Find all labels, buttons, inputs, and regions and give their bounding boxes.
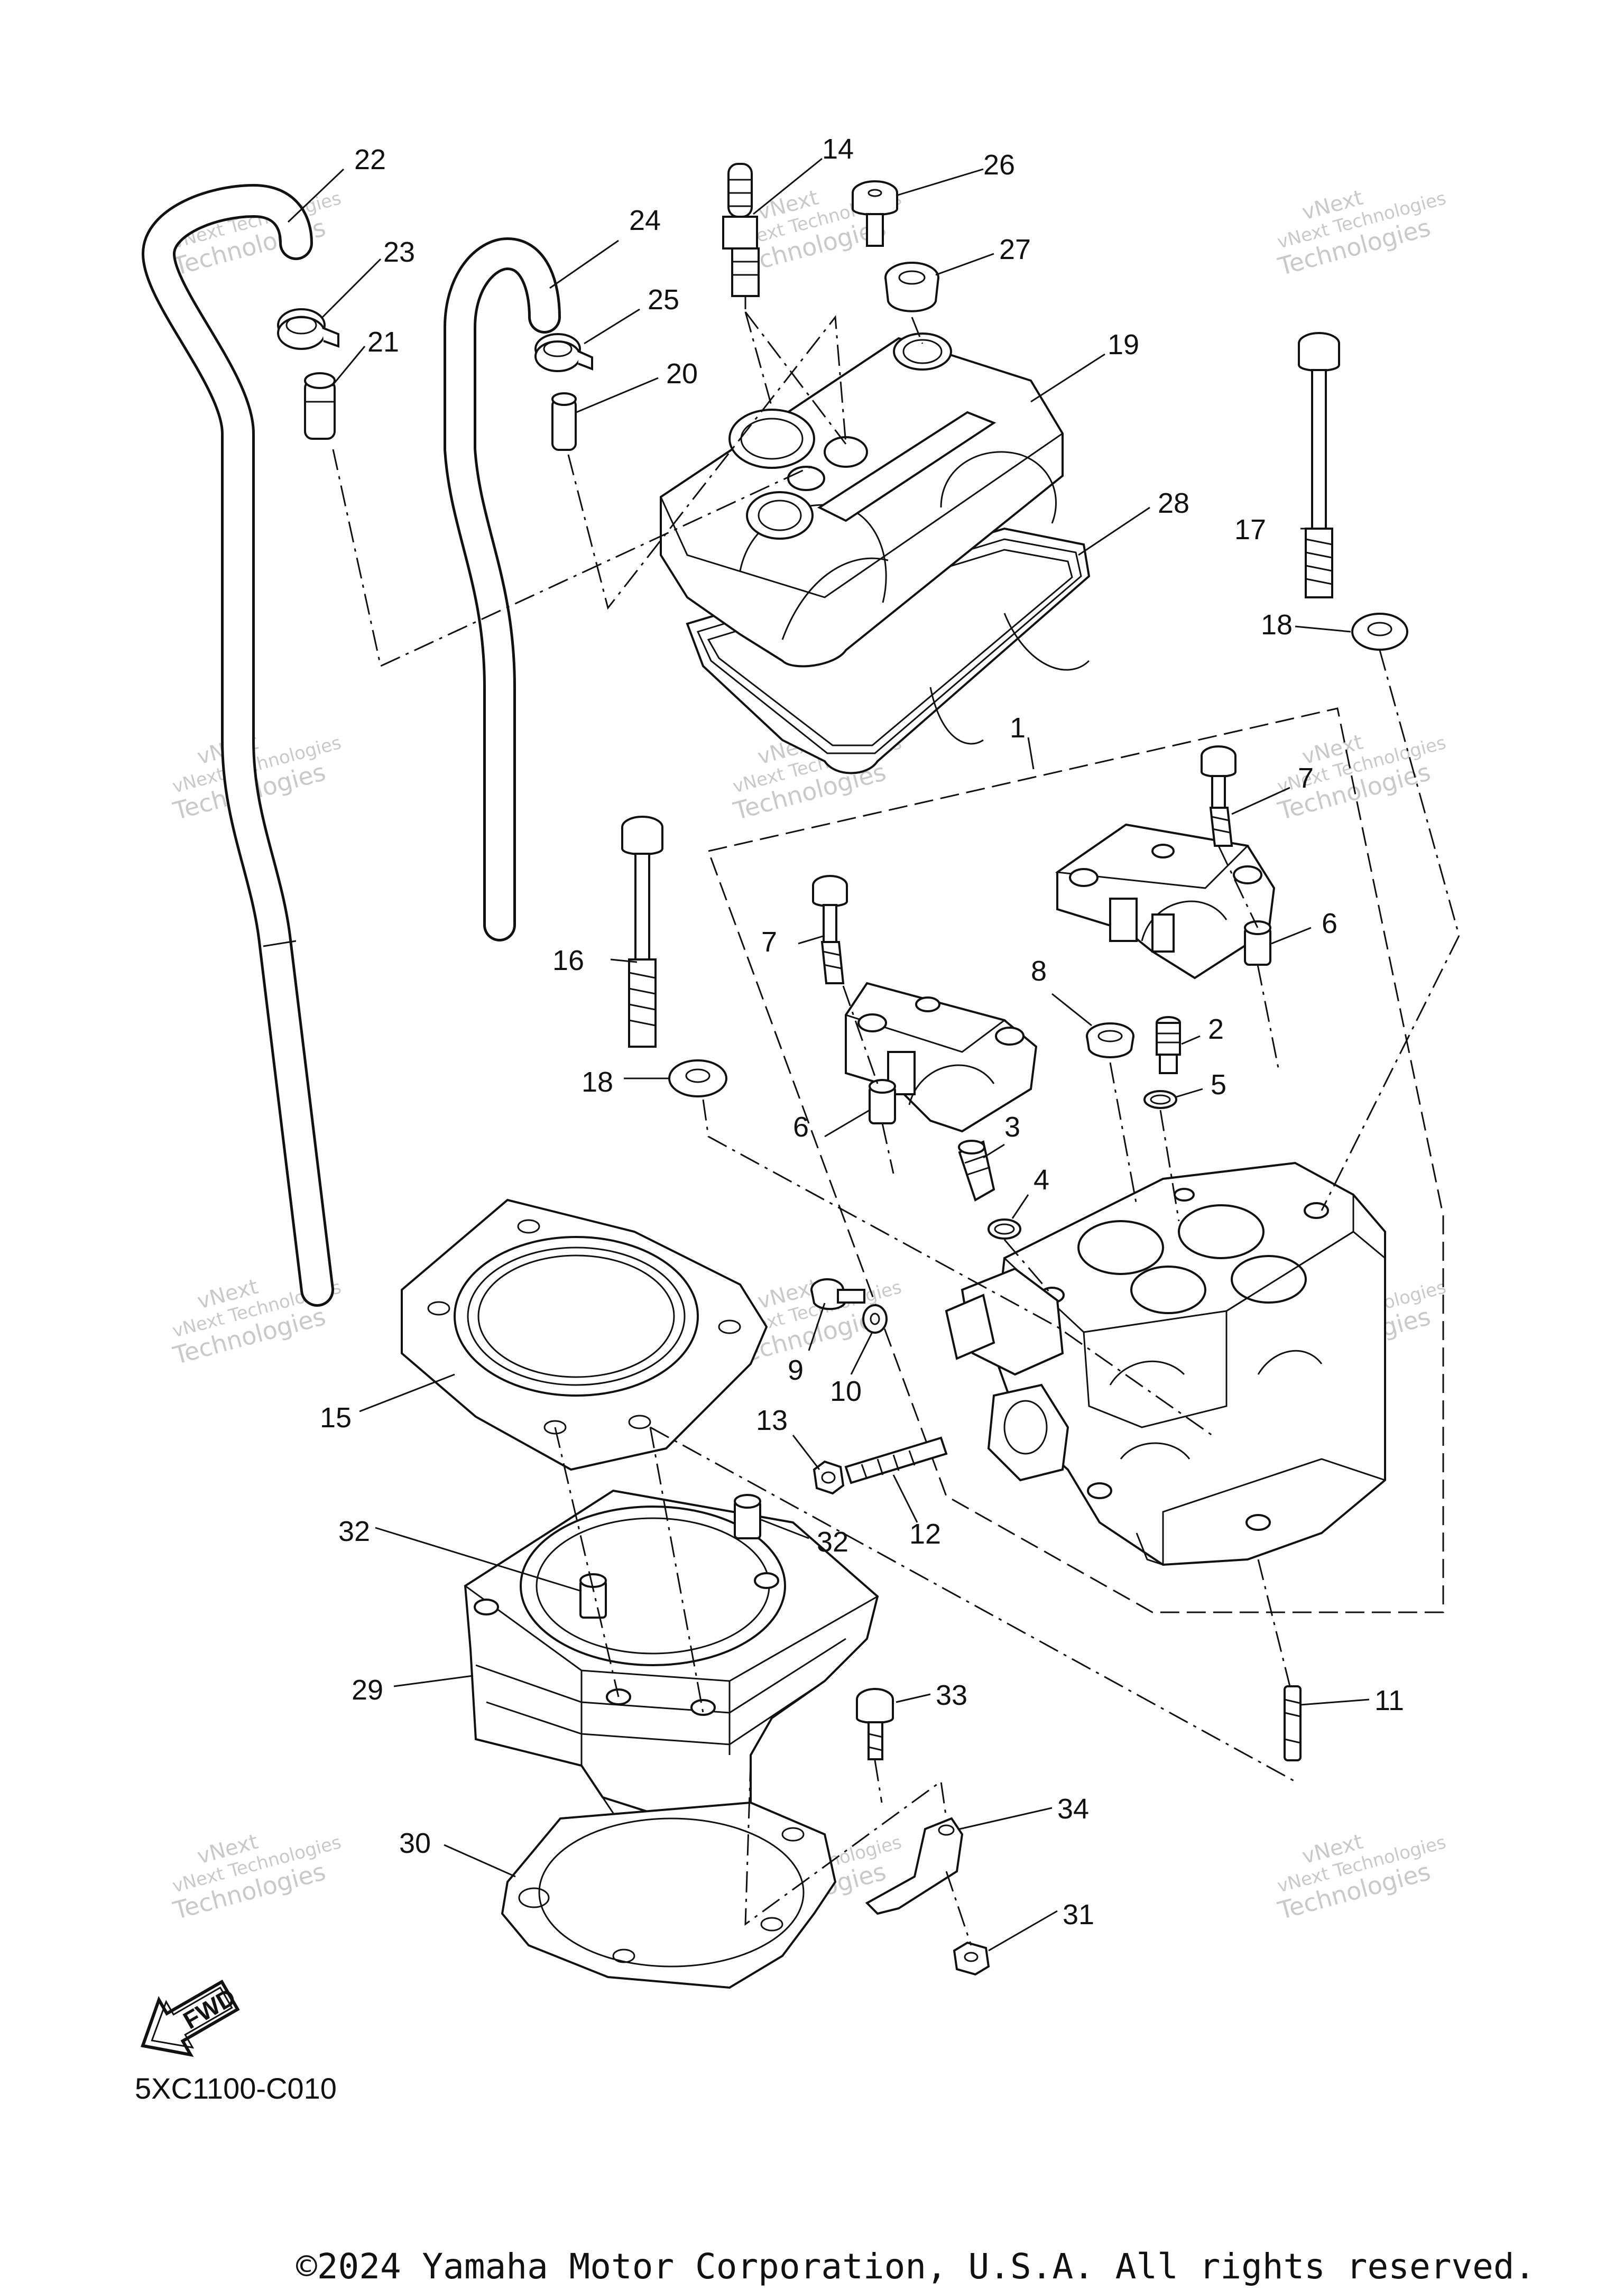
label-16[interactable]: 16 (552, 945, 584, 976)
label-34-text[interactable]: 34 (1057, 1793, 1089, 1825)
label-18a[interactable]: 18 (582, 1066, 613, 1098)
watermark: vNext Technologies vNext Technologies (1275, 1830, 1448, 1925)
label-1[interactable]: 1 (1010, 712, 1026, 744)
label-14[interactable]: 14 (822, 133, 854, 165)
cylinder-29[interactable] (464, 1489, 879, 1836)
label-28[interactable]: 28 (1158, 487, 1189, 519)
label-6b[interactable]: 6 (1322, 908, 1337, 939)
label-6a[interactable]: 6 (793, 1111, 809, 1143)
label-17[interactable]: 17 (1234, 514, 1266, 546)
diagram-code: 5XC1100-C010 (135, 2072, 337, 2105)
part-labels: 1234589101112131415161719202122232425262… (320, 133, 1404, 1716)
watermark: vNext Technologies vNext Technologies (1275, 186, 1448, 281)
part-labels-extra: 29 30 31 32 33 34 32 (338, 1516, 1094, 1931)
label-33-text[interactable]: 33 (936, 1679, 967, 1711)
label-2[interactable]: 2 (1208, 1013, 1224, 1045)
bolt-9[interactable] (810, 1278, 865, 1310)
label-5[interactable]: 5 (1211, 1069, 1226, 1101)
fitting-2[interactable] (1156, 1016, 1181, 1074)
fitting-3[interactable] (958, 1140, 995, 1202)
label-26[interactable]: 26 (983, 149, 1015, 181)
label-21[interactable]: 21 (367, 326, 399, 358)
cap-bolt-7-right[interactable] (1201, 745, 1237, 847)
label-32b-text[interactable]: 32 (817, 1526, 848, 1558)
washer-10[interactable] (862, 1304, 888, 1334)
o-ring-5[interactable] (1143, 1090, 1177, 1109)
label-20[interactable]: 20 (666, 358, 698, 390)
grommet-27[interactable] (884, 262, 939, 312)
dowel-6-left[interactable] (869, 1079, 896, 1124)
spark-plug-14[interactable] (722, 163, 760, 309)
assembly-1-boundary (707, 707, 1444, 1613)
hose-fitting-21[interactable] (304, 372, 336, 440)
nut-13[interactable] (813, 1460, 845, 1495)
bracket-34[interactable] (865, 1817, 964, 1915)
washer-18-left[interactable] (668, 1059, 727, 1097)
o-ring-4[interactable] (988, 1218, 1021, 1240)
label-29-text[interactable]: 29 (352, 1674, 383, 1706)
hose-fitting-20[interactable] (551, 392, 577, 451)
label-15[interactable]: 15 (320, 1402, 352, 1434)
cylinder-head[interactable] (945, 1161, 1386, 1566)
stud-11[interactable] (1284, 1685, 1302, 1761)
label-11[interactable]: 11 (1374, 1685, 1404, 1716)
label-10[interactable]: 10 (830, 1375, 862, 1407)
cover-bolt-26[interactable] (852, 180, 898, 247)
label-30-text[interactable]: 30 (399, 1827, 431, 1859)
label-7b[interactable]: 7 (1298, 762, 1314, 794)
label-3[interactable]: 3 (1004, 1111, 1020, 1143)
label-25[interactable]: 25 (648, 284, 679, 316)
head-bolt-17[interactable] (1298, 332, 1340, 598)
base-gasket-30[interactable] (501, 1801, 837, 1989)
label-19[interactable]: 19 (1108, 329, 1139, 361)
hose-clamp-23[interactable] (277, 308, 339, 350)
fwd-arrow-icon: FWD (141, 1979, 240, 2057)
label-9[interactable]: 9 (788, 1354, 804, 1386)
label-24[interactable]: 24 (629, 205, 661, 236)
copyright-notice: ©2024 Yamaha Motor Corporation, U.S.A. A… (296, 2246, 1535, 2287)
nut-31[interactable] (953, 1941, 990, 1976)
label-12[interactable]: 12 (909, 1518, 941, 1550)
label-18b[interactable]: 18 (1261, 609, 1293, 641)
label-13[interactable]: 13 (756, 1405, 788, 1436)
label-22[interactable]: 22 (354, 144, 386, 176)
label-27[interactable]: 27 (999, 234, 1031, 265)
watermark: vNext Technologies vNext Technologies (1275, 730, 1448, 826)
camshaft-cap-left[interactable] (844, 982, 1038, 1133)
label-31-text[interactable]: 31 (1063, 1899, 1094, 1931)
cap-bolt-7-left[interactable] (812, 875, 848, 984)
label-7a[interactable]: 7 (761, 926, 777, 958)
watermark: vNext Technologies vNext Technologies (170, 1830, 343, 1925)
stud-12[interactable] (844, 1436, 948, 1484)
head-cover-gasket-28[interactable] (686, 527, 1091, 774)
bolt-33[interactable] (856, 1688, 894, 1760)
camshaft-cap-right[interactable] (1055, 823, 1276, 980)
dowel-32-right[interactable] (734, 1494, 761, 1539)
label-23[interactable]: 23 (383, 236, 415, 268)
label-32a-text[interactable]: 32 (338, 1516, 370, 1547)
leader-lines (287, 158, 1370, 1952)
dowel-6-right[interactable] (1244, 920, 1271, 966)
label-8[interactable]: 8 (1031, 955, 1047, 987)
dowel-32-left[interactable] (579, 1573, 607, 1619)
head-bolt-16[interactable] (621, 816, 663, 1048)
breather-hose-24[interactable] (444, 237, 561, 941)
plug-8[interactable] (1086, 1022, 1134, 1058)
washer-18-right[interactable] (1351, 613, 1408, 651)
alignment-lines (332, 311, 1460, 1946)
hose-clamp-25[interactable] (534, 333, 593, 372)
breather-hose-22[interactable] (142, 184, 334, 1307)
head-gasket-15[interactable] (401, 1198, 768, 1471)
label-4[interactable]: 4 (1034, 1164, 1049, 1196)
